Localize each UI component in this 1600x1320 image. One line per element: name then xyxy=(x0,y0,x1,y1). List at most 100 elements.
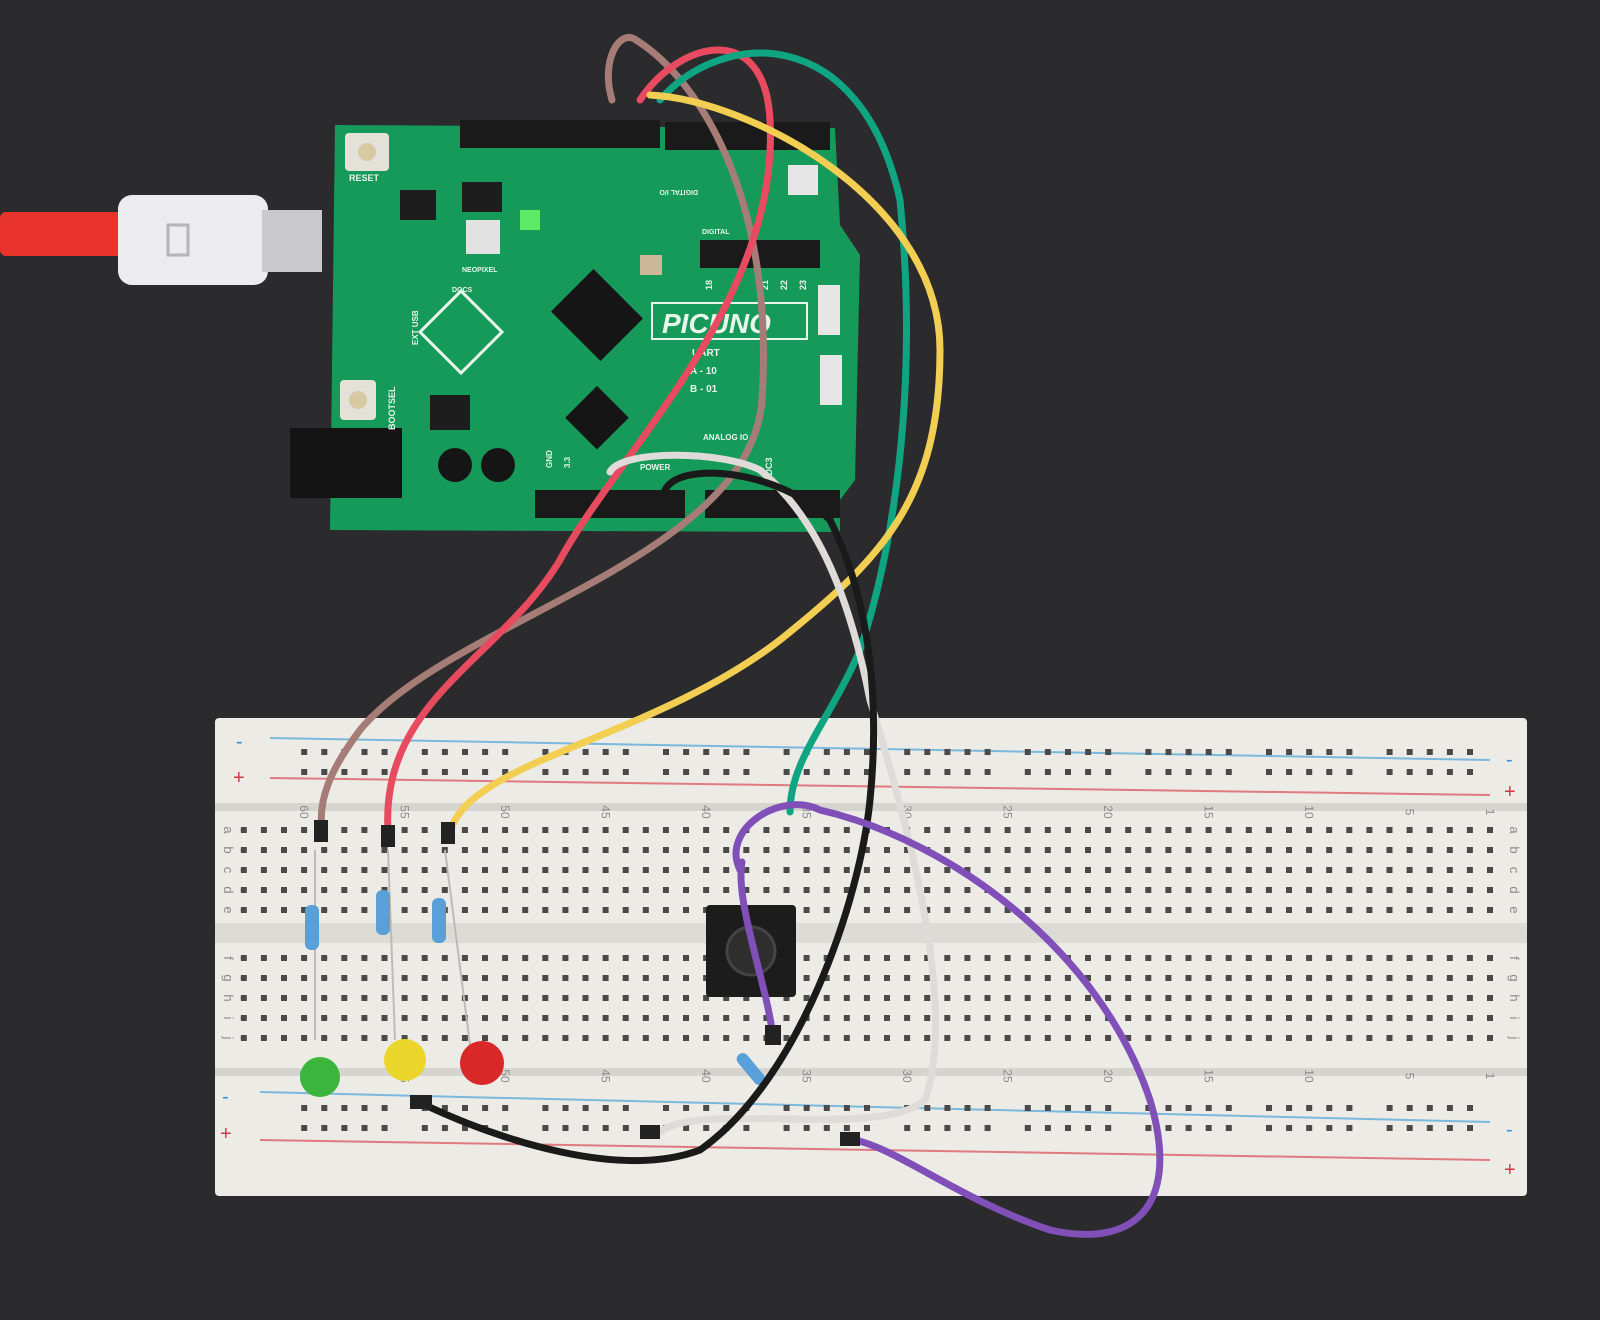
breadboard-hole[interactable] xyxy=(1446,1015,1453,1021)
breadboard-hole[interactable] xyxy=(1165,827,1172,833)
breadboard-hole[interactable] xyxy=(381,1035,388,1041)
breadboard-hole[interactable] xyxy=(642,887,649,893)
breadboard-hole[interactable] xyxy=(1085,1015,1091,1021)
breadboard-hole[interactable] xyxy=(1225,1105,1232,1111)
breadboard-hole[interactable] xyxy=(1185,975,1192,981)
breadboard-hole[interactable] xyxy=(683,749,690,755)
breadboard-hole[interactable] xyxy=(1386,1125,1393,1131)
breadboard-hole[interactable] xyxy=(1205,1015,1212,1021)
breadboard-hole[interactable] xyxy=(1386,907,1393,913)
breadboard-hole[interactable] xyxy=(1064,907,1071,913)
breadboard-hole[interactable] xyxy=(1125,995,1132,1001)
breadboard-hole[interactable] xyxy=(964,827,971,833)
breadboard-hole[interactable] xyxy=(1265,827,1272,833)
breadboard-hole[interactable] xyxy=(260,955,267,961)
breadboard-hole[interactable] xyxy=(1185,847,1192,853)
breadboard-hole[interactable] xyxy=(562,907,569,913)
breadboard-hole[interactable] xyxy=(461,887,468,893)
breadboard-hole[interactable] xyxy=(1024,827,1031,833)
breadboard-hole[interactable] xyxy=(823,1015,830,1021)
breadboard-hole[interactable] xyxy=(1044,847,1051,853)
breadboard-hole[interactable] xyxy=(1346,955,1353,961)
breadboard-hole[interactable] xyxy=(321,867,328,873)
breadboard-hole[interactable] xyxy=(783,887,790,893)
breadboard-hole[interactable] xyxy=(542,749,549,755)
breadboard-hole[interactable] xyxy=(1265,907,1272,913)
breadboard-hole[interactable] xyxy=(441,749,448,755)
breadboard-hole[interactable] xyxy=(1145,1125,1152,1131)
breadboard-hole[interactable] xyxy=(823,749,830,755)
breadboard-hole[interactable] xyxy=(441,1015,448,1021)
breadboard-hole[interactable] xyxy=(1446,847,1453,853)
breadboard-hole[interactable] xyxy=(884,1015,890,1021)
breadboard-hole[interactable] xyxy=(462,1105,468,1111)
breadboard-hole[interactable] xyxy=(904,975,911,981)
breadboard-hole[interactable] xyxy=(1205,847,1212,853)
breadboard-hole[interactable] xyxy=(843,1125,850,1131)
breadboard-hole[interactable] xyxy=(1065,769,1071,775)
breadboard-hole[interactable] xyxy=(1386,867,1393,873)
breadboard-hole[interactable] xyxy=(1446,1125,1453,1131)
breadboard-hole[interactable] xyxy=(1286,887,1292,893)
breadboard-hole[interactable] xyxy=(260,1035,267,1041)
breadboard-hole[interactable] xyxy=(1346,769,1353,775)
breadboard-hole[interactable] xyxy=(602,769,609,775)
breadboard-hole[interactable] xyxy=(1326,847,1333,853)
breadboard-hole[interactable] xyxy=(843,867,850,873)
breadboard-hole[interactable] xyxy=(1105,1105,1112,1111)
breadboard-hole[interactable] xyxy=(582,847,589,853)
breadboard-hole[interactable] xyxy=(1105,1125,1112,1131)
breadboard-hole[interactable] xyxy=(441,955,448,961)
breadboard-hole[interactable] xyxy=(502,1035,509,1041)
breadboard-hole[interactable] xyxy=(462,1125,468,1131)
breadboard-hole[interactable] xyxy=(1446,975,1453,981)
breadboard-hole[interactable] xyxy=(1466,907,1473,913)
breadboard-hole[interactable] xyxy=(1467,1125,1473,1131)
breadboard-hole[interactable] xyxy=(1446,887,1453,893)
breadboard-hole[interactable] xyxy=(582,769,589,775)
breadboard-hole[interactable] xyxy=(1064,867,1071,873)
breadboard-hole[interactable] xyxy=(743,1015,750,1021)
breadboard-hole[interactable] xyxy=(984,1125,991,1131)
breadboard-hole[interactable] xyxy=(1044,955,1051,961)
breadboard-hole[interactable] xyxy=(260,1015,267,1021)
breadboard-hole[interactable] xyxy=(683,827,689,833)
breadboard-hole[interactable] xyxy=(984,1035,991,1041)
breadboard-hole[interactable] xyxy=(1145,1015,1152,1021)
breadboard-hole[interactable] xyxy=(502,907,509,913)
breadboard-hole[interactable] xyxy=(1085,847,1091,853)
breadboard-hole[interactable] xyxy=(1426,995,1433,1001)
breadboard-hole[interactable] xyxy=(763,847,770,853)
breadboard-hole[interactable] xyxy=(361,1125,368,1131)
breadboard-hole[interactable] xyxy=(381,769,388,775)
breadboard-hole[interactable] xyxy=(924,995,931,1001)
breadboard-hole[interactable] xyxy=(1487,955,1493,961)
breadboard-hole[interactable] xyxy=(843,1105,850,1111)
breadboard-hole[interactable] xyxy=(863,887,870,893)
breadboard-hole[interactable] xyxy=(924,769,931,775)
breadboard-hole[interactable] xyxy=(421,955,428,961)
breadboard-hole[interactable] xyxy=(964,867,971,873)
breadboard-hole[interactable] xyxy=(1044,907,1051,913)
breadboard-hole[interactable] xyxy=(1245,847,1252,853)
breadboard-hole[interactable] xyxy=(884,1035,890,1041)
breadboard-hole[interactable] xyxy=(1004,1035,1011,1041)
breadboard-hole[interactable] xyxy=(823,847,830,853)
breadboard-hole[interactable] xyxy=(683,1105,690,1111)
breadboard-hole[interactable] xyxy=(1245,907,1252,913)
breadboard-hole[interactable] xyxy=(602,867,609,873)
breadboard-hole[interactable] xyxy=(361,1015,368,1021)
breadboard-hole[interactable] xyxy=(843,769,850,775)
breadboard-hole[interactable] xyxy=(260,975,267,981)
breadboard-hole[interactable] xyxy=(863,847,870,853)
breadboard-hole[interactable] xyxy=(964,1105,971,1111)
breadboard-hole[interactable] xyxy=(1085,867,1091,873)
breadboard-hole[interactable] xyxy=(1225,769,1232,775)
breadboard-hole[interactable] xyxy=(502,749,509,755)
breadboard-hole[interactable] xyxy=(1386,847,1393,853)
breadboard-hole[interactable] xyxy=(1266,749,1272,755)
breadboard-hole[interactable] xyxy=(441,995,448,1001)
breadboard-hole[interactable] xyxy=(1125,887,1132,893)
breadboard-hole[interactable] xyxy=(1145,827,1152,833)
breadboard-hole[interactable] xyxy=(401,887,408,893)
